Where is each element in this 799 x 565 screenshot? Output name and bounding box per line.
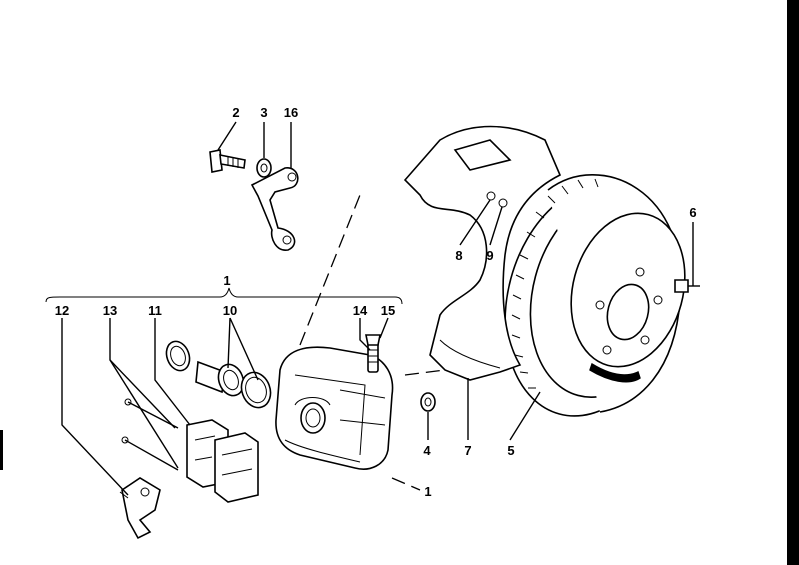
- callout-13: 13: [103, 303, 117, 318]
- left-edge-mark: [0, 430, 3, 470]
- brake-disc: [504, 174, 686, 417]
- callout-labels: 2 3 16 6 8 9 1 12 13 11 10 14 15 4 7 5 1: [55, 105, 697, 499]
- callout-2: 2: [232, 105, 239, 120]
- brake-caliper: [275, 346, 394, 470]
- callout-16: 16: [284, 105, 298, 120]
- brake-pads: [186, 419, 259, 503]
- retaining-pins: [121, 398, 179, 471]
- callout-8: 8: [455, 248, 462, 263]
- mounting-bracket: [250, 167, 299, 251]
- piston-seals: [165, 340, 272, 409]
- callout-1-bottom: 1: [424, 484, 431, 499]
- right-edge-bar: [787, 0, 799, 565]
- disc-screw: [674, 279, 700, 293]
- callout-14: 14: [353, 303, 368, 318]
- callout-3: 3: [260, 105, 267, 120]
- callout-9: 9: [486, 248, 493, 263]
- small-washer: [420, 392, 436, 412]
- callout-6: 6: [689, 205, 696, 220]
- callout-4: 4: [423, 443, 431, 458]
- splash-shield: [403, 125, 562, 381]
- callout-5: 5: [507, 443, 514, 458]
- callout-1-top: 1: [223, 273, 230, 288]
- washer: [256, 158, 272, 178]
- callout-7: 7: [464, 443, 471, 458]
- bleeder-valve: [365, 334, 381, 373]
- callout-11: 11: [148, 303, 162, 318]
- callout-15: 15: [381, 303, 395, 318]
- callout-12: 12: [55, 303, 69, 318]
- bolt: [209, 149, 246, 173]
- spring-clip: [119, 477, 161, 540]
- leader-lines: [45, 121, 694, 496]
- callout-10: 10: [223, 303, 237, 318]
